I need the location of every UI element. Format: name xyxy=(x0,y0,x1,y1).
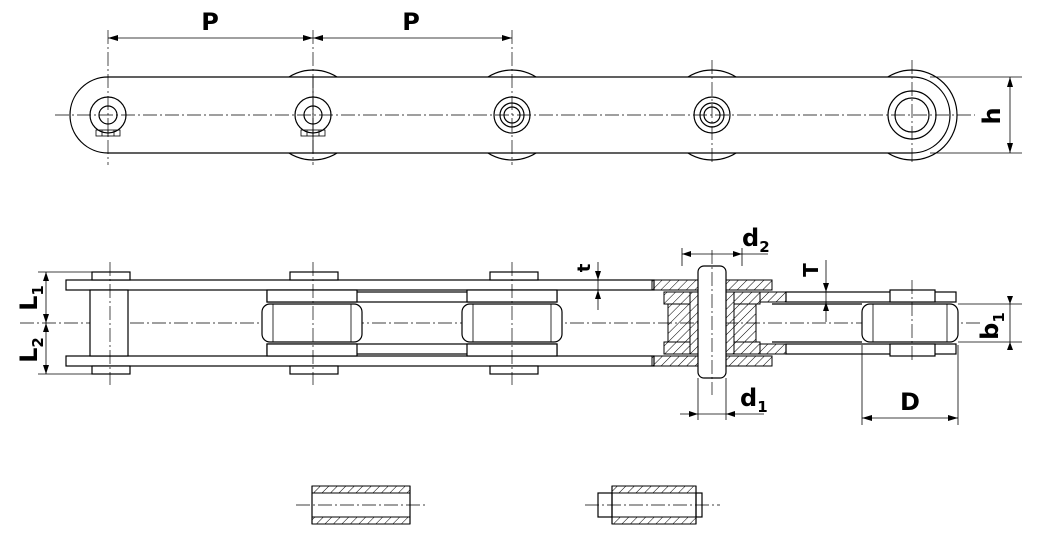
b1-label: b1 xyxy=(976,312,1008,340)
height-dimension xyxy=(930,76,1022,154)
D-label: D xyxy=(900,388,920,416)
roller-assembly-2 xyxy=(261,271,363,375)
pitch-label-1: P xyxy=(201,8,219,36)
l2-label: L2 xyxy=(15,337,47,363)
chain-side-view: P P h xyxy=(55,8,1022,165)
b1-dimension xyxy=(958,296,1022,350)
d1-dimension xyxy=(680,378,764,420)
D-dimension xyxy=(861,345,959,425)
roller-right xyxy=(861,289,959,357)
height-label: h xyxy=(978,107,1006,124)
pitch-label-2: P xyxy=(402,8,420,36)
l1-label: L1 xyxy=(15,285,47,311)
pin-1 xyxy=(89,271,131,375)
chain-plan-view: L1 L2 t T d2 d1 xyxy=(15,224,1022,425)
l-dimensions xyxy=(38,271,92,375)
t-dimension xyxy=(595,262,601,310)
d1-label: d1 xyxy=(740,384,768,416)
d2-dimension xyxy=(681,248,768,266)
bushing-section-straight xyxy=(296,485,426,525)
sectioned-joint xyxy=(651,265,787,379)
T-label: T xyxy=(799,263,823,277)
T-dimension xyxy=(823,260,829,322)
pitch-dimension xyxy=(108,35,512,41)
bushing-section-stepped xyxy=(585,485,720,525)
d2-label: d2 xyxy=(742,224,770,256)
t-label: t xyxy=(574,263,595,272)
